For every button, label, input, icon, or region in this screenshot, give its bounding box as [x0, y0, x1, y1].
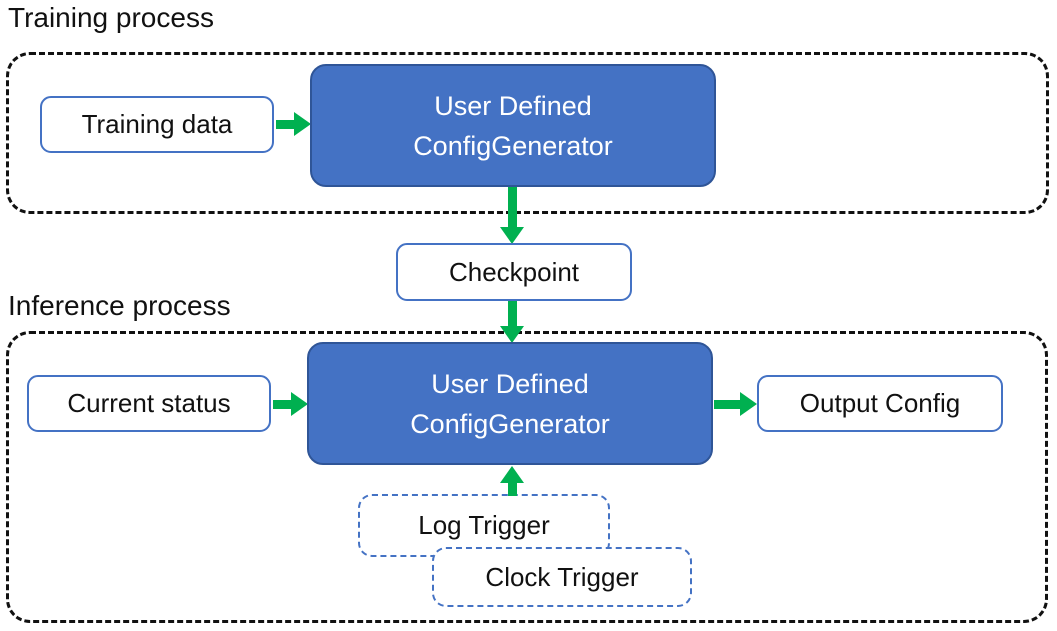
- arrow-shaft: [508, 301, 517, 327]
- arrow-shaft: [273, 400, 293, 409]
- training-process-label: Training process: [8, 2, 214, 33]
- arrow-shaft: [714, 400, 740, 409]
- generator-label-line1: User Defined: [434, 90, 592, 121]
- generator-label-line2: ConfigGenerator: [410, 408, 610, 439]
- generator-label-line1: User Defined: [431, 368, 589, 399]
- arrow-head-icon: [740, 392, 757, 416]
- clock-trigger-box: Clock Trigger: [432, 547, 692, 607]
- training-process-container: [6, 52, 1049, 214]
- inference-process-container: [6, 331, 1048, 623]
- arrow-shaft: [508, 187, 517, 229]
- current-status-box: Current status: [27, 375, 271, 432]
- config-generator-box-inference: User Defined ConfigGenerator: [307, 342, 713, 465]
- arrow-head-icon: [291, 392, 308, 416]
- arrow-shaft: [276, 120, 296, 129]
- checkpoint-box: Checkpoint: [396, 243, 632, 301]
- arrow-head-icon: [294, 112, 311, 136]
- arrow-head-icon: [500, 326, 524, 343]
- arrow-shaft: [508, 481, 517, 496]
- arrow-head-icon: [500, 227, 524, 244]
- arrow-head-icon: [500, 466, 524, 483]
- log-trigger-box: Log Trigger: [358, 494, 610, 557]
- inference-process-label: Inference process: [8, 290, 231, 321]
- config-generator-box-training: User Defined ConfigGenerator: [310, 64, 716, 187]
- training-data-box: Training data: [40, 96, 274, 153]
- generator-label-line2: ConfigGenerator: [413, 130, 613, 161]
- output-config-box: Output Config: [757, 375, 1003, 432]
